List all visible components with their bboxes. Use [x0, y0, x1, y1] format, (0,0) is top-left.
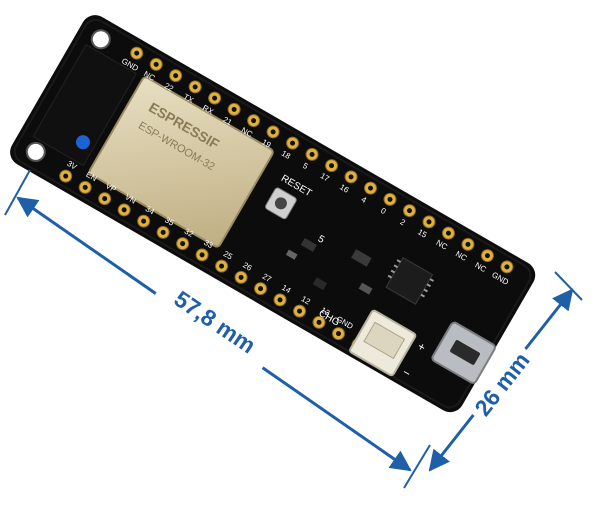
- pin-hole: [329, 163, 335, 169]
- pin-hole: [173, 73, 179, 79]
- pin-hole: [484, 253, 490, 259]
- pin-hole: [348, 174, 354, 180]
- pin-hole: [153, 61, 159, 67]
- pin-hole: [251, 118, 257, 124]
- pin-hole: [192, 84, 198, 90]
- pin-hole: [445, 230, 451, 236]
- mount-hole: [25, 141, 46, 162]
- pin-label: 5: [301, 161, 310, 171]
- antenna-area: [32, 44, 138, 167]
- pin-hole: [290, 140, 296, 146]
- pin-hole: [309, 151, 315, 157]
- pin-hole: [231, 106, 237, 112]
- pin-hole: [134, 50, 140, 56]
- pin-hole: [270, 129, 276, 135]
- pin-hole: [82, 184, 88, 190]
- pin-hole: [465, 241, 471, 247]
- pin-hole: [63, 173, 69, 179]
- esp32-board: ESPRESSIF ESP-WROOM-32 GNDNC22TXRX21NC19…: [10, 15, 536, 413]
- blue-led: [75, 135, 90, 150]
- pin-hole: [368, 185, 374, 191]
- pin-hole: [426, 219, 432, 225]
- pin-hole: [212, 95, 218, 101]
- mount-hole: [90, 29, 111, 50]
- pin-hole: [504, 264, 510, 270]
